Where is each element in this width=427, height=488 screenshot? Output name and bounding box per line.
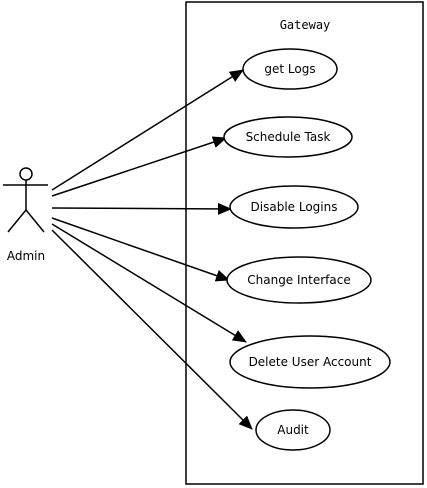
use-case-disable-logins[interactable]: Disable Logins — [229, 185, 359, 229]
system-boundary — [185, 1, 424, 485]
use-case-schedule-task[interactable]: Schedule Task — [223, 116, 353, 158]
system-title: Gateway — [280, 18, 331, 32]
use-case-label: Audit — [277, 423, 309, 437]
use-case-label: Disable Logins — [251, 200, 338, 214]
association-arrow-change-interface — [51, 217, 230, 282]
use-case-label: Delete User Account — [249, 355, 372, 369]
association-arrow-audit — [51, 229, 253, 430]
association-arrow-schedule-task — [51, 136, 227, 197]
use-case-label: get Logs — [264, 62, 315, 76]
association-arrow-get-logs — [51, 69, 244, 191]
actor-head — [19, 167, 33, 181]
use-case-label: Schedule Task — [246, 130, 331, 144]
actor-right-leg — [25, 209, 45, 233]
association-arrow-delete-user-account — [51, 223, 247, 343]
use-case-delete-user-account[interactable]: Delete User Account — [229, 335, 391, 389]
use-case-audit[interactable]: Audit — [255, 409, 331, 451]
association-arrow-disable-logins — [51, 202, 232, 215]
actor-left-leg — [7, 209, 27, 233]
actor-label: Admin — [7, 249, 45, 263]
use-case-change-interface[interactable]: Change Interface — [226, 256, 372, 304]
admin-actor[interactable]: Admin — [3, 167, 48, 263]
use-case-label: Change Interface — [247, 273, 350, 287]
use-case-get-logs[interactable]: get Logs — [242, 48, 338, 90]
